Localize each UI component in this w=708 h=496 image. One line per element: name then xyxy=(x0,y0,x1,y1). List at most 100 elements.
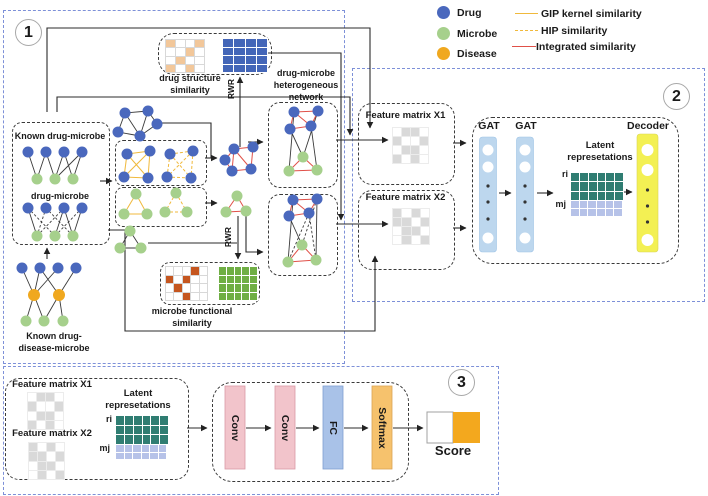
section1-number: 1 xyxy=(15,19,42,46)
microbe-rwr-matrix xyxy=(218,266,258,301)
known-drug-disease-microbe-label-2: disease-microbe xyxy=(18,343,90,353)
matrix-cell xyxy=(166,56,175,64)
matrix-cell xyxy=(250,275,257,283)
matrix-cell xyxy=(56,452,64,461)
matrix-cell xyxy=(175,40,185,48)
matrix-cell xyxy=(588,182,597,191)
matrix-cell xyxy=(158,445,166,452)
matrix-cell xyxy=(579,209,588,216)
matrix-cell xyxy=(588,209,596,216)
matrix-cell xyxy=(588,191,597,200)
hip-line-icon xyxy=(515,30,538,31)
matrix-cell xyxy=(166,292,174,300)
matrix-cell xyxy=(133,445,141,452)
section2-number: 2 xyxy=(663,83,690,110)
matrix-cell xyxy=(195,48,204,56)
matrix-cell xyxy=(596,209,605,216)
matrix-cell xyxy=(411,209,420,217)
matrix-cell xyxy=(393,236,402,244)
matrix-cell xyxy=(160,435,168,444)
gat1-label: GAT xyxy=(478,120,500,132)
integrated-microbe-network xyxy=(220,190,252,218)
section3-border xyxy=(3,366,499,495)
integrated-line-icon xyxy=(512,46,536,47)
matrix-cell xyxy=(47,461,55,470)
matrix-cell xyxy=(402,137,410,145)
matrix-cell xyxy=(116,452,124,459)
matrix-cell xyxy=(185,56,195,64)
drug-microbe-graph xyxy=(22,202,88,242)
microbe-functional-similarity-matrix xyxy=(165,266,208,301)
feature-matrix-x2-s3-label: Feature matrix X2 xyxy=(12,428,92,439)
matrix-cell xyxy=(615,191,623,200)
disease-node-icon xyxy=(437,47,450,60)
latent-representations-label-1: Latent xyxy=(585,140,615,151)
microbe-gip-hip-graphs xyxy=(118,187,193,220)
matrix-cell xyxy=(402,209,411,217)
matrix-cell xyxy=(116,416,124,425)
matrix-cell xyxy=(195,56,204,64)
matrix-cell xyxy=(124,445,132,452)
matrix-cell xyxy=(226,275,234,283)
matrix-cell xyxy=(579,173,588,182)
matrix-cell xyxy=(245,47,256,55)
legend-integrated-label: Integrated similarity xyxy=(536,41,636,53)
known-drug-microbe-label: Known drug-microbe xyxy=(14,131,106,141)
drug-similarity-box xyxy=(115,140,207,186)
conv1-bar xyxy=(224,385,246,470)
matrix-cell xyxy=(606,191,615,200)
matrix-cell xyxy=(28,420,36,429)
matrix-cell xyxy=(411,146,419,154)
matrix-cell xyxy=(402,128,410,136)
matrix-cell xyxy=(411,236,420,244)
gat2-label: GAT xyxy=(515,120,537,132)
matrix-cell xyxy=(199,275,207,283)
softmax-label: Softmax xyxy=(376,407,388,449)
ri-s3-label: ri xyxy=(105,414,112,424)
matrix-cell xyxy=(38,461,46,470)
matrix-cell xyxy=(175,48,185,56)
matrix-cell xyxy=(150,445,158,452)
matrix-cell xyxy=(46,402,54,411)
matrix-cell xyxy=(56,443,64,452)
score-label: Score xyxy=(434,443,472,458)
matrix-cell xyxy=(226,292,234,300)
conv2-bar xyxy=(274,385,296,470)
cnn-classifier-box xyxy=(212,382,409,482)
matrix-cell xyxy=(226,267,234,275)
matrix-cell xyxy=(38,470,46,479)
matrix-cell xyxy=(133,452,141,459)
matrix-cell xyxy=(393,227,402,235)
rwr-bottom-label: RWR xyxy=(223,226,233,248)
fc-label: FC xyxy=(327,421,339,435)
matrix-cell xyxy=(124,452,132,459)
matrix-cell xyxy=(605,201,614,208)
latent-representations-s3-label-1: Latent xyxy=(123,388,153,399)
matrix-cell xyxy=(256,64,267,72)
gat-encoder-box xyxy=(472,117,679,264)
heterogeneous-network-label-3: network xyxy=(288,92,324,102)
matrix-cell xyxy=(160,416,168,425)
latent-mj-matrix-s3 xyxy=(115,444,167,460)
mj-label: mj xyxy=(555,199,566,209)
matrix-cell xyxy=(223,56,234,64)
matrix-cell xyxy=(393,146,401,154)
matrix-cell xyxy=(411,218,420,226)
matrix-cell xyxy=(150,452,158,459)
latent-ri-matrix-s3 xyxy=(115,415,169,445)
drug-gip-hip-graphs xyxy=(118,145,199,184)
matrix-cell xyxy=(597,191,606,200)
matrix-cell xyxy=(124,416,133,425)
matrix-cell xyxy=(402,155,410,163)
matrix-cell xyxy=(174,267,182,275)
matrix-cell xyxy=(185,64,195,72)
matrix-cell xyxy=(133,435,142,444)
matrix-cell xyxy=(182,292,191,300)
softmax-bar xyxy=(371,385,393,470)
conv1-label: Conv xyxy=(229,414,241,442)
matrix-cell xyxy=(579,201,588,208)
matrix-cell xyxy=(151,416,160,425)
matrix-cell xyxy=(175,56,185,64)
matrix-cell xyxy=(55,420,63,429)
matrix-cell xyxy=(28,411,36,420)
